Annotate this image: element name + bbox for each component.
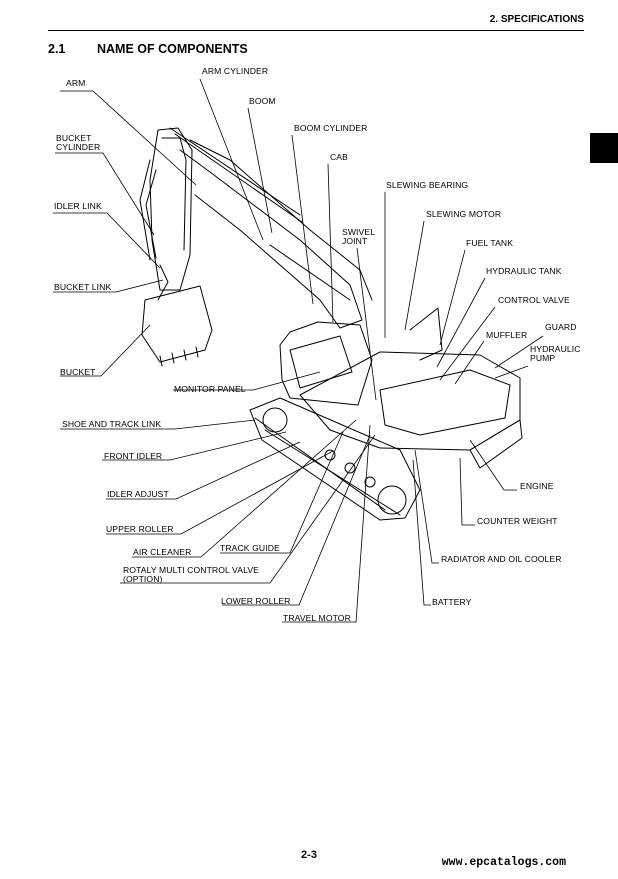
label-monitor-panel: MONITOR PANEL <box>174 384 246 394</box>
page-number: 2-3 <box>301 849 317 861</box>
excavator-drawing <box>139 127 523 521</box>
label-arm: ARM <box>66 78 86 88</box>
label-bucket-cylinder: BUCKET CYLINDER <box>56 133 101 153</box>
idler-link-part <box>157 264 169 301</box>
boom-cylinder <box>269 244 351 301</box>
label-radiator-and-oil-cooler: RADIATOR AND OIL COOLER <box>441 554 562 564</box>
boom-outline <box>179 149 363 329</box>
label-engine: ENGINE <box>520 481 554 491</box>
bucket-cylinder-rod <box>139 159 151 261</box>
travel-motor-sprocket <box>377 485 407 515</box>
boom-top <box>189 139 373 301</box>
label-idler-link: IDLER LINK <box>54 201 102 211</box>
arm-outline <box>149 127 193 291</box>
label-hydraulic-pump: HYDRAULIC PUMP <box>530 344 581 364</box>
arm-detail <box>161 137 187 251</box>
label-counter-weight: COUNTER WEIGHT <box>477 516 558 526</box>
upper-structure <box>299 351 521 451</box>
label-guard: GUARD <box>545 322 577 332</box>
label-battery: BATTERY <box>432 597 472 607</box>
engine-hood <box>379 369 511 436</box>
label-boom-cylinder: BOOM CYLINDER <box>294 123 368 133</box>
label-slewing-motor: SLEWING MOTOR <box>426 209 502 219</box>
cab-window <box>289 335 353 389</box>
label-travel-motor: TRAVEL MOTOR <box>283 613 351 623</box>
counter-weight <box>469 419 523 469</box>
front-idler-wheel <box>262 407 288 433</box>
label-air-cleaner: AIR CLEANER <box>133 547 192 557</box>
leader-arm <box>60 90 197 186</box>
section-number: 2.1 <box>48 42 66 56</box>
label-muffler: MUFFLER <box>486 330 528 340</box>
bucket-cylinder-body <box>145 169 157 259</box>
track-upper-line <box>254 417 386 511</box>
label-bucket-link: BUCKET LINK <box>54 282 112 292</box>
roller-3 <box>364 476 376 488</box>
label-control-valve: CONTROL VALVE <box>498 295 570 305</box>
label-rotaly-multi-control-valve: ROTALY MULTI CONTROL VALVE (OPTION) <box>123 565 259 585</box>
track-lower-line <box>264 429 401 516</box>
label-swivel-joint: SWIVEL JOINT <box>342 227 376 247</box>
roller-2 <box>344 462 356 474</box>
label-cab: CAB <box>330 152 348 162</box>
label-upper-roller: UPPER ROLLER <box>106 524 174 534</box>
label-slewing-bearing: SLEWING BEARING <box>386 180 469 190</box>
label-track-guide: TRACK GUIDE <box>220 543 280 553</box>
arm-cylinder <box>169 127 301 216</box>
label-hydraulic-tank: HYDRAULIC TANK <box>486 266 562 276</box>
watermark: www.epcatalogs.com <box>441 856 566 869</box>
leader-lines <box>53 78 544 623</box>
label-fuel-tank: FUEL TANK <box>466 238 514 248</box>
label-front-idler: FRONT IDLER <box>104 451 163 461</box>
label-boom: BOOM <box>249 96 276 106</box>
guard-rail <box>409 307 443 361</box>
track-frame <box>249 397 421 521</box>
label-shoe-and-track-link: SHOE AND TRACK LINK <box>62 419 162 429</box>
cab-outline <box>279 321 373 406</box>
bucket-outline <box>141 285 213 363</box>
label-arm-cylinder: ARM CYLINDER <box>202 66 269 76</box>
chapter-tab-marker <box>590 133 618 163</box>
header-rule <box>48 30 584 31</box>
label-idler-adjust: IDLER ADJUST <box>107 489 169 499</box>
section-title: NAME OF COMPONENTS <box>97 42 248 56</box>
label-lower-roller: LOWER ROLLER <box>221 596 291 606</box>
running-header: 2. SPECIFICATIONS <box>489 14 584 25</box>
label-bucket: BUCKET <box>60 367 96 377</box>
bucket-teeth <box>159 346 199 367</box>
